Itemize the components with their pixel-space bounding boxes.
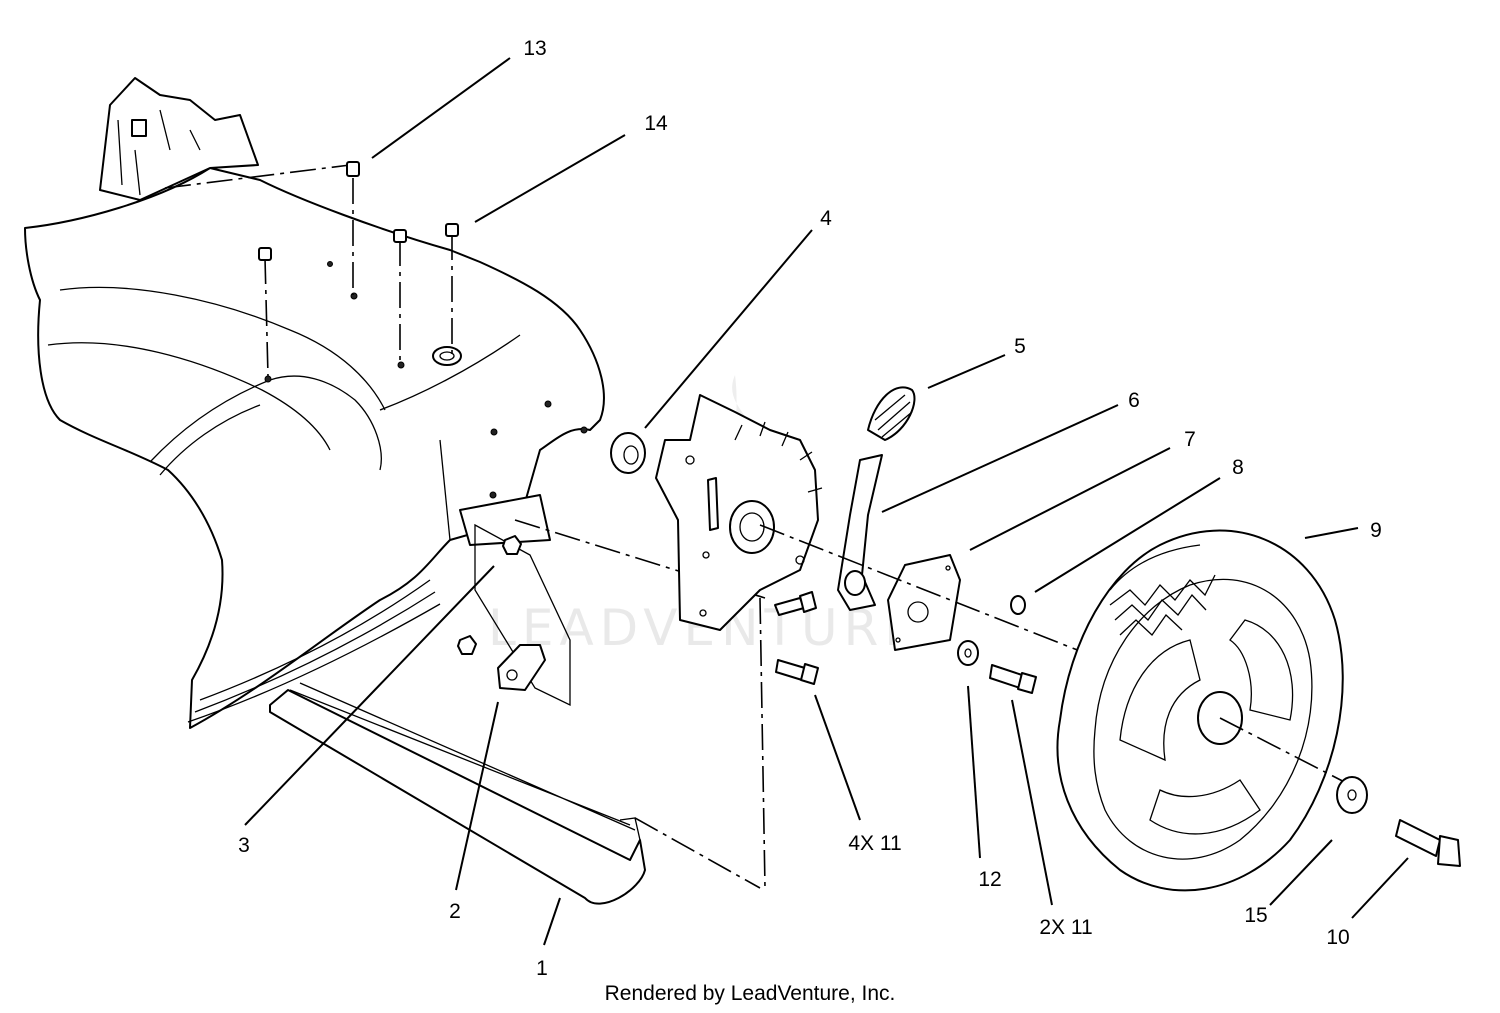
callout-2: 2 [449, 900, 461, 923]
axle-10-15 [1336, 776, 1461, 867]
plate-7 [887, 554, 961, 651]
callout-3: 3 [238, 834, 250, 857]
callout-4: 4 [820, 207, 832, 230]
callout-14: 14 [644, 112, 668, 135]
screw-set-13-14 [164, 161, 459, 377]
bracket-2 [457, 523, 571, 707]
wheel-9 [1056, 529, 1361, 892]
side-plate-4 [610, 394, 823, 631]
washers-8-12 [759, 524, 1091, 694]
leader-lines [244, 57, 1409, 946]
callout-labels: 13 14 4 5 6 7 8 9 3 4X 11 12 2 2X 11 15 … [238, 37, 1382, 980]
callout-15: 15 [1244, 904, 1267, 927]
callout-7: 7 [1184, 428, 1196, 451]
callout-5: 5 [1014, 335, 1026, 358]
callout-6: 6 [1128, 389, 1140, 412]
lever-5-6 [837, 386, 916, 611]
callout-2x11: 2X 11 [1039, 916, 1092, 939]
bolts-11-upper [774, 591, 819, 685]
render-credit: Rendered by LeadVenture, Inc. [605, 982, 896, 1005]
callout-10: 10 [1326, 926, 1349, 949]
rail-1 [269, 519, 766, 905]
callout-8: 8 [1232, 456, 1244, 479]
callout-1: 1 [536, 957, 548, 980]
mower-deck [24, 77, 605, 729]
callout-9: 9 [1370, 519, 1382, 542]
callout-12: 12 [978, 868, 1001, 891]
callout-4x11: 4X 11 [848, 832, 901, 855]
callout-13: 13 [523, 37, 546, 60]
